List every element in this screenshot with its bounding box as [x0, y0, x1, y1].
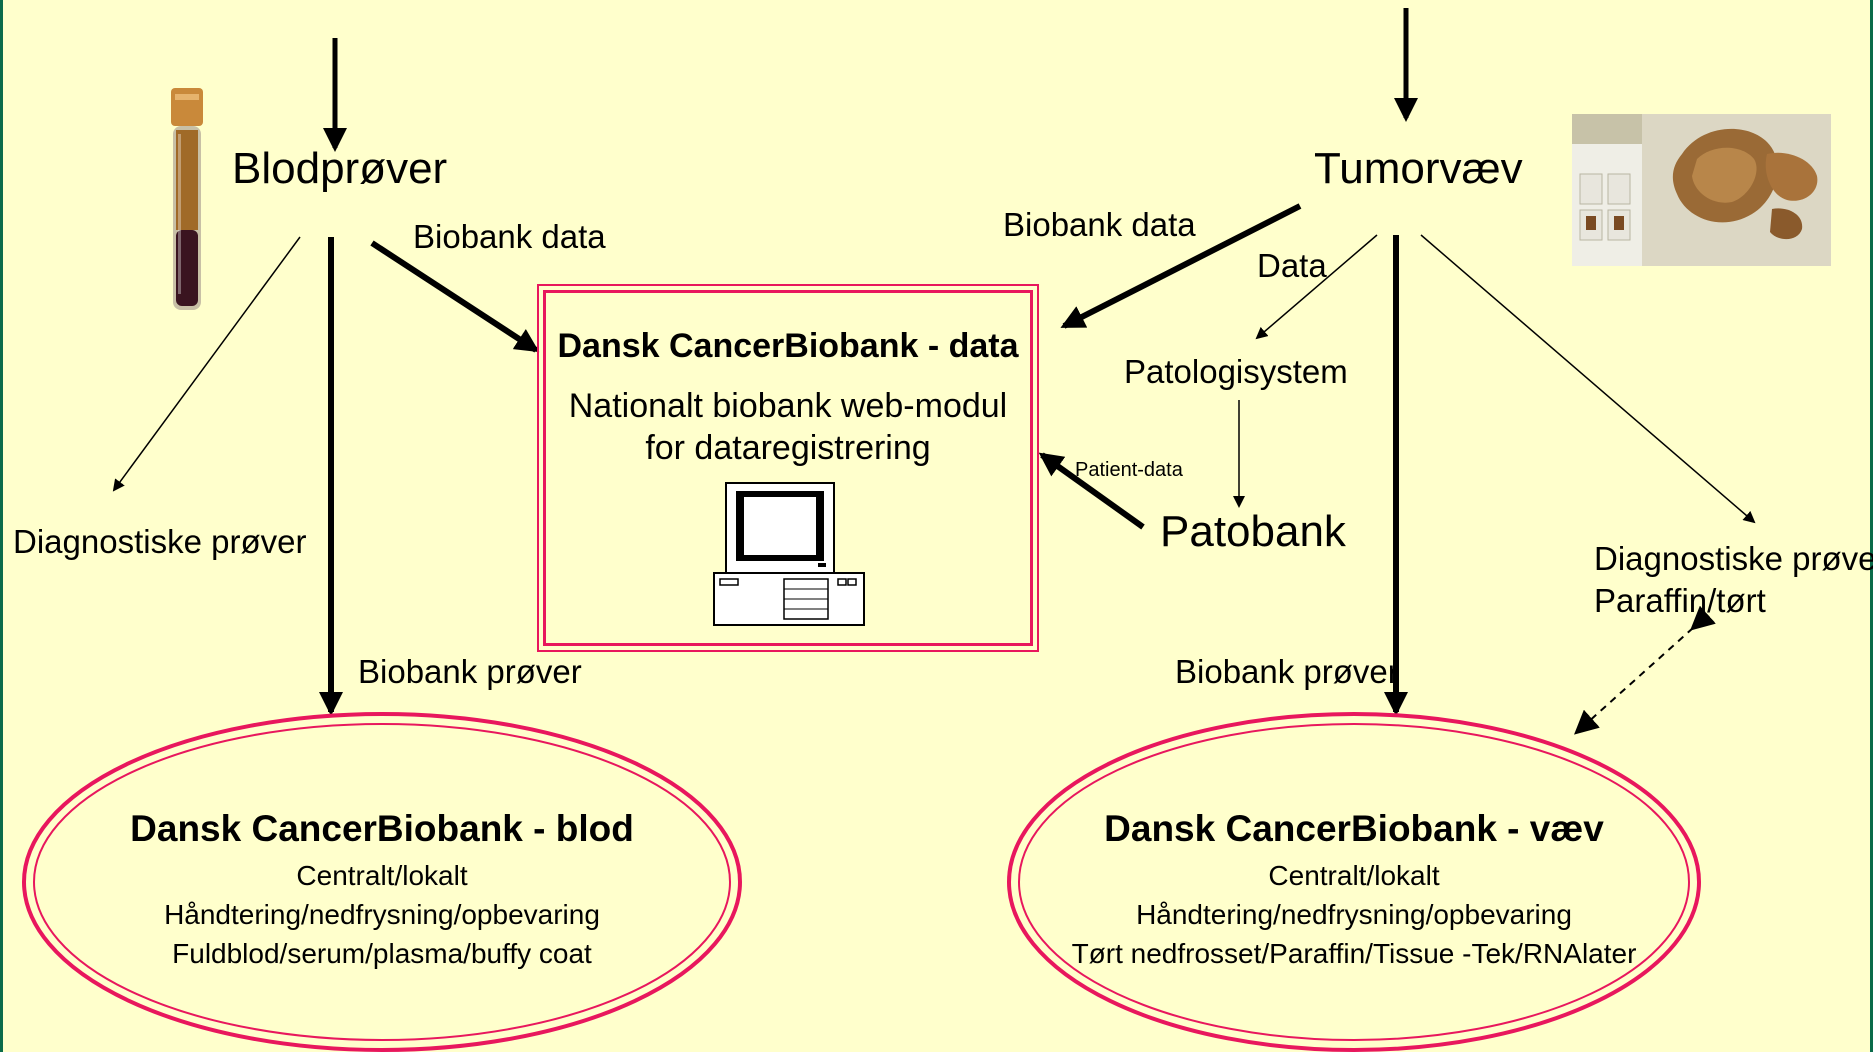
patobank-label: Patobank	[1160, 507, 1346, 556]
arrow-blood-to-data	[370, 240, 540, 353]
data-box-title: Dansk CancerBiobank - data	[557, 327, 1019, 365]
patient-data-label: Patient-data	[1075, 459, 1183, 481]
right-biobank-samples-label: Biobank prøver	[1175, 653, 1399, 690]
blood-biobank-line3: Fuldblod/serum/plasma/buffy coat	[172, 938, 592, 969]
arrow-patobank-to-data	[1038, 452, 1145, 530]
blood-biobank-line2: Håndtering/nedfrysning/opbevaring	[164, 899, 600, 930]
data-box-line2: for dataregistrering	[645, 429, 931, 467]
right-data-label: Data	[1257, 247, 1327, 284]
tissue-biobank-line3: Tørt nedfrosset/Paraffin/Tissue -Tek/RNA…	[1071, 938, 1637, 969]
right-diagnostic-label-2: Paraffin/tørt	[1594, 582, 1766, 619]
data-registration-box: Dansk CancerBiobank - data Nationalt bio…	[537, 284, 1039, 652]
tissue-biobank-line2: Håndtering/nedfrysning/opbevaring	[1136, 899, 1572, 930]
arrow-tumor-to-diagnostic	[1420, 234, 1756, 524]
tumorvaev-title: Tumorvæv	[1314, 144, 1523, 193]
data-box-line1: Nationalt biobank web-modul	[568, 387, 1008, 425]
computer-icon	[713, 482, 865, 626]
left-biobank-data-label: Biobank data	[413, 218, 606, 255]
tissue-biobank-line1: Centralt/lokalt	[1268, 860, 1440, 891]
blood-biobank-title: Dansk CancerBiobank - blod	[130, 808, 634, 849]
tissue-sample-photo	[1572, 114, 1831, 266]
ellipse-tissue	[1007, 712, 1701, 1052]
dashed-arrow-diagnostic-biobank	[1574, 605, 1716, 735]
arrow-tumor-to-pathology	[1255, 234, 1378, 340]
pathology-system-label: Patologisystem	[1124, 353, 1348, 390]
blood-biobank-line1: Centralt/lokalt	[296, 860, 468, 891]
arrow-blood-to-diagnostic	[112, 236, 301, 492]
arrow-tumor-to-data	[1060, 203, 1302, 329]
ellipse-blood	[22, 712, 742, 1052]
left-biobank-samples-label: Biobank prøver	[358, 653, 582, 690]
right-diagnostic-label: Diagnostiske prøver	[1594, 540, 1873, 577]
blodprover-title: Blodprøver	[232, 144, 448, 193]
right-biobank-data-label: Biobank data	[1003, 206, 1196, 243]
tissue-biobank-title: Dansk CancerBiobank - væv	[1104, 808, 1604, 849]
left-diagnostic-label: Diagnostiske prøver	[13, 523, 307, 560]
blood-sample-tube-icon	[171, 88, 203, 310]
